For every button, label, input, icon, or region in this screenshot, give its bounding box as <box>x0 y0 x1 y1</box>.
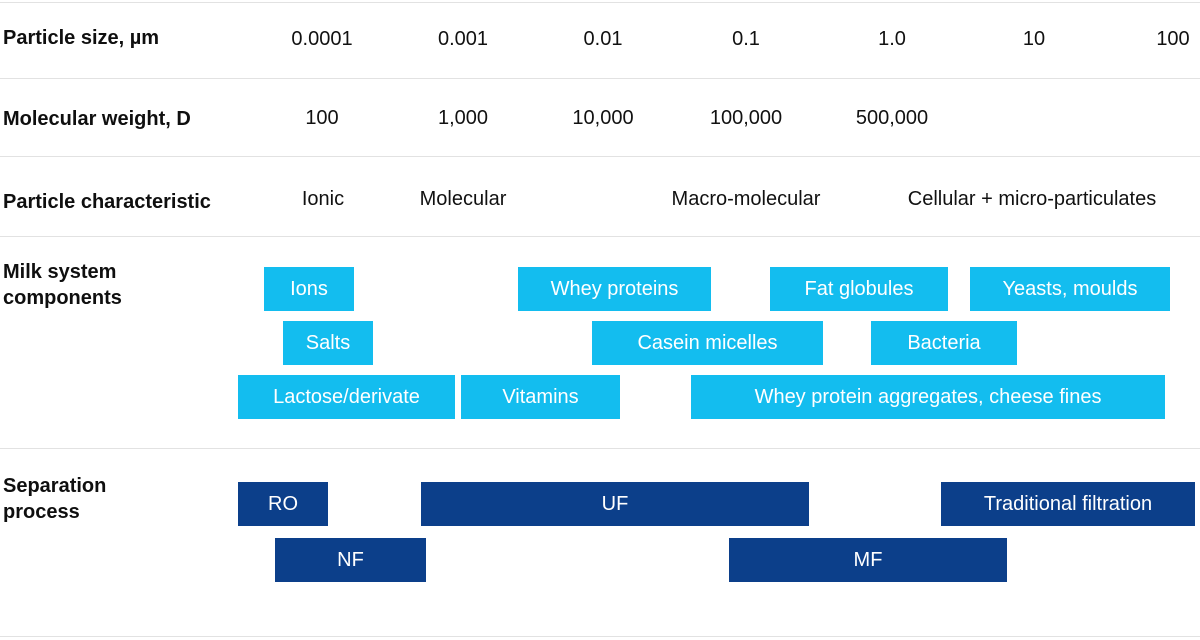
molecular-weight-tick: 100 <box>305 107 339 129</box>
separation-process-label-line2: process <box>3 501 80 523</box>
milk-components-label-line1: Milk system <box>3 261 117 283</box>
characteristic-ionic: Ionic <box>301 188 345 210</box>
milk-components-label-line2: components <box>3 287 122 309</box>
particle-size-tick: 0.01 <box>583 28 623 50</box>
molecular-weight-tick: 1,000 <box>437 107 489 129</box>
component-lactose-derivate: Lactose/derivate <box>238 375 455 419</box>
particle-size-tick: 10 <box>1022 28 1046 50</box>
molecular-weight-tick: 500,000 <box>855 107 929 129</box>
component-whey-protein-aggregates: Whey protein aggregates, cheese fines <box>691 375 1165 419</box>
particle-size-tick: 0.001 <box>437 28 489 50</box>
milk-components-label: Milk system components <box>3 259 122 311</box>
molecular-weight-label: Molecular weight, D <box>3 108 191 130</box>
particle-size-label: Particle size, µm <box>3 27 160 49</box>
row-divider <box>0 2 1200 3</box>
process-traditional-filtration: Traditional filtration <box>941 482 1195 526</box>
characteristic-molecular: Molecular <box>419 188 507 210</box>
component-fat-globules: Fat globules <box>770 267 948 311</box>
component-salts: Salts <box>283 321 373 365</box>
component-vitamins: Vitamins <box>461 375 620 419</box>
particle-size-tick: 0.1 <box>732 28 760 50</box>
molecular-weight-tick: 100,000 <box>709 107 783 129</box>
characteristic-cellular: Cellular + micro-particulates <box>907 188 1157 210</box>
process-nf: NF <box>275 538 426 582</box>
process-ro: RO <box>238 482 328 526</box>
separation-process-label-line1: Separation <box>3 475 107 497</box>
particle-size-tick: 0.0001 <box>291 28 353 50</box>
molecular-weight-tick: 10,000 <box>572 107 634 129</box>
component-yeasts-moulds: Yeasts, moulds <box>970 267 1170 311</box>
row-divider <box>0 448 1200 449</box>
component-casein-micelles: Casein micelles <box>592 321 823 365</box>
row-divider <box>0 78 1200 79</box>
characteristic-macro-molecular: Macro-molecular <box>671 188 821 210</box>
row-divider <box>0 636 1200 637</box>
process-mf: MF <box>729 538 1007 582</box>
row-divider <box>0 156 1200 157</box>
separation-process-label: Separation process <box>3 473 106 525</box>
row-divider <box>0 236 1200 237</box>
component-bacteria: Bacteria <box>871 321 1017 365</box>
process-uf: UF <box>421 482 809 526</box>
particle-characteristic-label: Particle characteristic <box>3 191 211 213</box>
particle-size-tick: 100 <box>1156 28 1190 50</box>
particle-size-tick: 1.0 <box>878 28 906 50</box>
component-whey-proteins: Whey proteins <box>518 267 711 311</box>
component-ions: Ions <box>264 267 354 311</box>
